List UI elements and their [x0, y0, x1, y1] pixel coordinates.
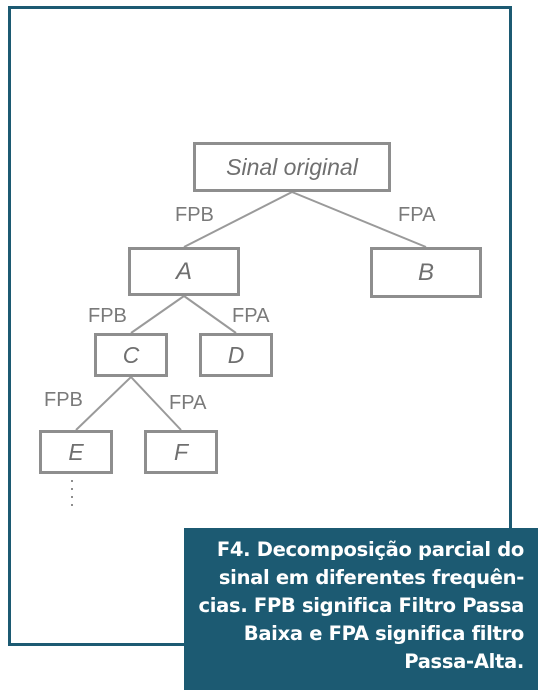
edge-label-root-b: FPA: [398, 204, 436, 226]
caption-line-4: Baixa e FPA significa filtro: [243, 622, 525, 645]
node-f: F: [144, 430, 218, 474]
node-b-label: B: [417, 258, 434, 286]
continuation-dots: [71, 480, 73, 512]
node-d: D: [199, 333, 273, 377]
edge-a-c: [130, 295, 185, 334]
figure-caption: F4. Decomposição parcial do sinal em dif…: [184, 528, 538, 690]
edge-c-f: [130, 376, 182, 431]
edge-c-e: [75, 376, 132, 431]
node-e-label: E: [68, 438, 84, 465]
node-a-label: A: [175, 257, 192, 285]
node-root: Sinal original: [193, 142, 391, 192]
edge-label-root-a: FPB: [175, 204, 214, 226]
node-c-label: C: [122, 341, 140, 368]
edge-label-a-c: FPB: [88, 305, 127, 327]
edge-root-b: [291, 191, 427, 248]
edge-root-a: [183, 191, 293, 248]
edge-label-a-d: FPA: [232, 305, 270, 327]
caption-line-1: F4. Decomposição parcial do: [216, 538, 524, 561]
caption-line-3: cias. FPB significa Filtro Passa: [198, 594, 525, 617]
node-c: C: [94, 333, 168, 377]
edge-label-c-e: FPB: [44, 389, 83, 411]
node-f-label: F: [173, 438, 189, 465]
edge-a-d: [183, 295, 237, 334]
node-e: E: [39, 430, 113, 474]
node-b: B: [370, 247, 482, 298]
edge-label-c-f: FPA: [169, 392, 207, 414]
caption-line-5: Passa-Alta.: [404, 650, 524, 673]
node-root-label: Sinal original: [226, 153, 358, 180]
node-d-label: D: [227, 341, 245, 368]
caption-line-2: sinal em diferentes frequên-: [218, 566, 524, 589]
node-a: A: [128, 247, 240, 296]
